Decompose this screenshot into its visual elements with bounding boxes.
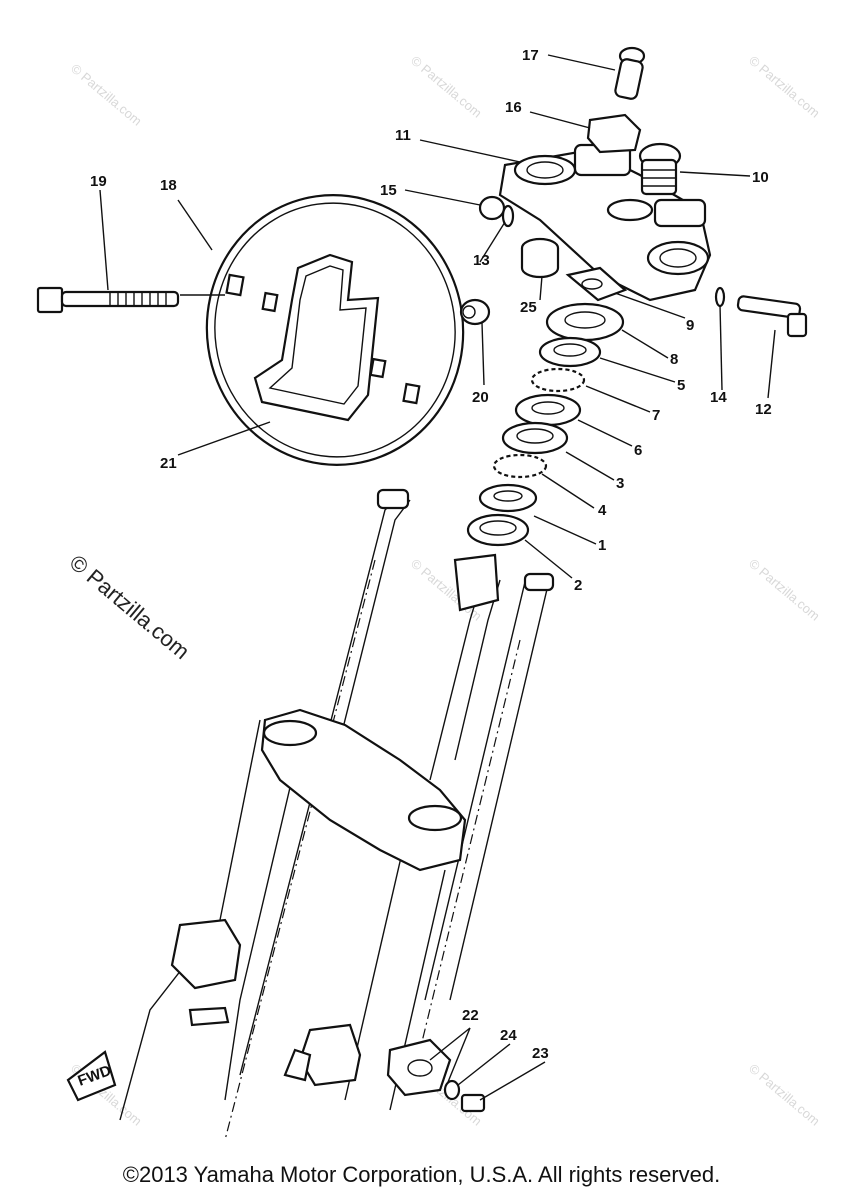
callout-21: 21	[160, 455, 177, 472]
callout-7: 7	[652, 407, 660, 424]
callout-11: 11	[395, 127, 411, 144]
callout-17: 17	[522, 47, 539, 64]
callout-3: 3	[616, 475, 624, 492]
bearing-stack	[466, 302, 625, 547]
spacer-25	[520, 237, 560, 279]
callout-23: 23	[532, 1045, 549, 1062]
fwd-marker: FWD	[66, 1050, 117, 1102]
watermark: © Partzilla.com	[408, 53, 485, 121]
nut-15	[478, 195, 506, 221]
callout-5: 5	[677, 377, 685, 394]
callout-4: 4	[598, 502, 607, 519]
copyright-notice: ©2013 Yamaha Motor Corporation, U.S.A. A…	[122, 1162, 721, 1187]
bolt-10	[638, 142, 682, 196]
bolt-19	[36, 286, 180, 314]
callout-22: 22	[462, 1007, 479, 1024]
watermark: © Partzilla.com	[746, 556, 823, 624]
callout-12: 12	[755, 401, 772, 418]
watermark-main: © Partzilla.com	[65, 550, 195, 664]
callout-24: 24	[500, 1027, 517, 1044]
washer-24	[443, 1079, 461, 1101]
callout-18: 18	[160, 177, 177, 194]
callout-8: 8	[670, 351, 678, 368]
lock-plate-9	[565, 266, 628, 302]
callout-13: 13	[473, 252, 490, 269]
callout-19: 19	[90, 173, 107, 190]
callout-14: 14	[710, 389, 727, 406]
callout-10: 10	[752, 169, 769, 186]
collar-20	[459, 298, 491, 326]
callout-2: 2	[574, 577, 582, 594]
clamp-22	[386, 1038, 452, 1097]
bolt-12	[736, 295, 808, 338]
bolt-17	[614, 46, 646, 100]
bolt-23	[460, 1093, 486, 1113]
callout-labels: 17 16 11 10 15 13 25 9 8 5 7 6 3 4 1 2 2…	[90, 47, 772, 1062]
callout-15: 15	[380, 182, 397, 199]
callout-16: 16	[505, 99, 522, 116]
number-plate	[205, 194, 465, 466]
callout-25: 25	[520, 299, 537, 316]
callout-6: 6	[634, 442, 642, 459]
fork-assembly	[119, 488, 555, 1141]
callout-20: 20	[472, 389, 489, 406]
watermark: © Partzilla.com	[746, 1061, 823, 1129]
leader-lines	[99, 54, 776, 1101]
washer-13	[501, 204, 515, 228]
watermark: © Partzilla.com	[746, 53, 823, 121]
cap-16	[586, 113, 642, 154]
callout-9: 9	[686, 317, 694, 334]
watermark: © Partzilla.com	[68, 61, 145, 129]
callout-1: 1	[598, 537, 606, 554]
washer-14	[714, 286, 726, 308]
